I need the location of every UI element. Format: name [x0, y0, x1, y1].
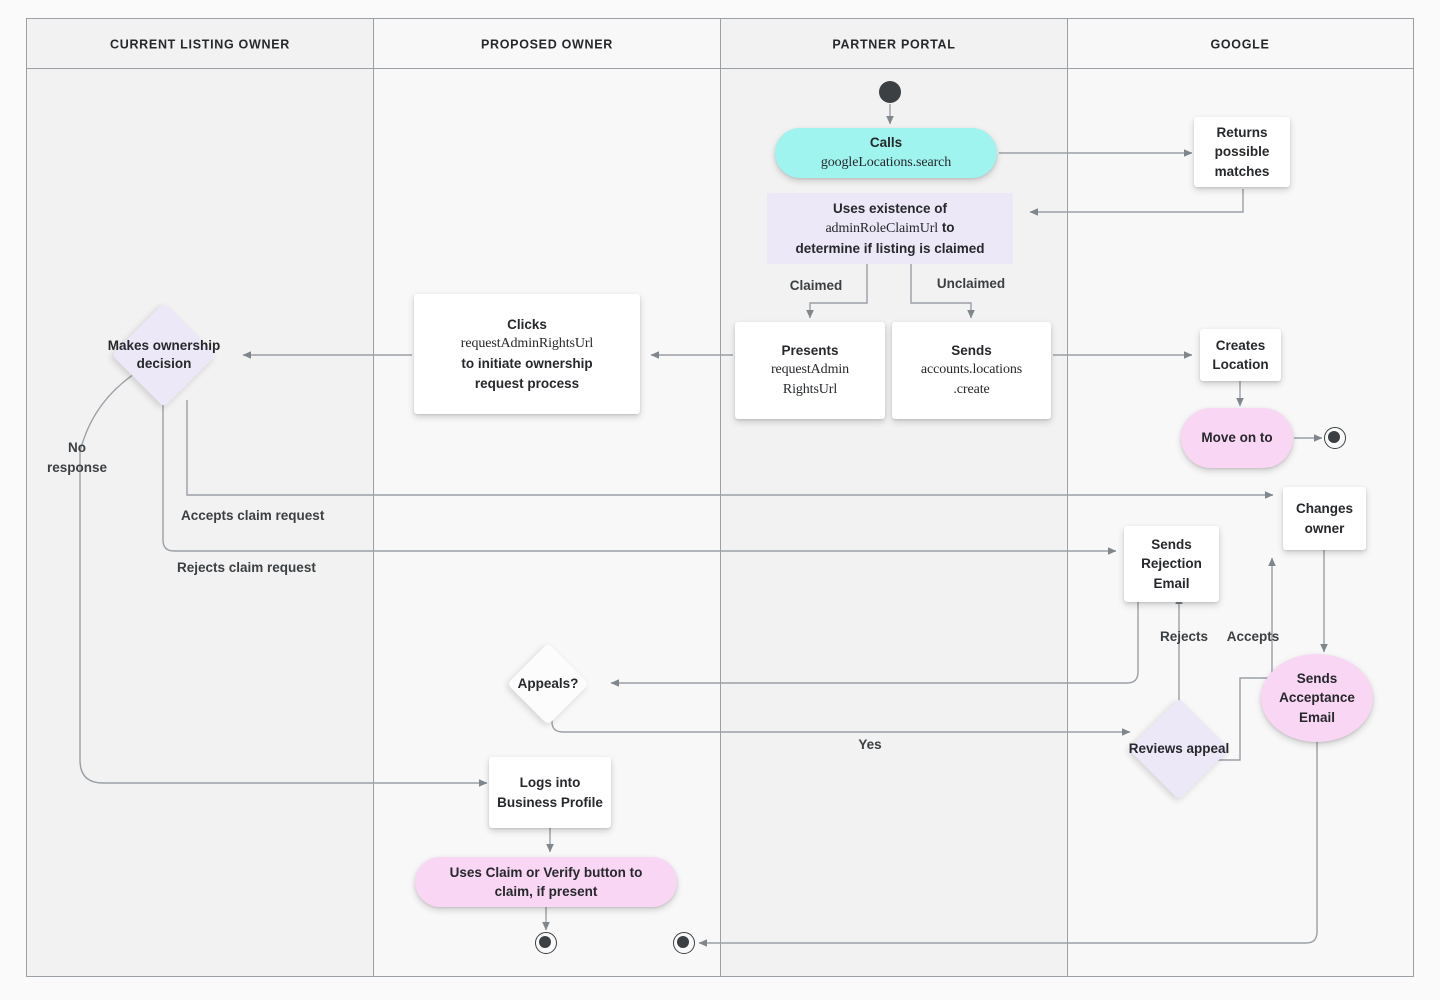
node-uses-existence-line3: determine if listing is claimed	[795, 240, 985, 256]
lane-headers: CURRENT LISTING OWNER PROPOSED OWNER PAR…	[26, 18, 1414, 69]
edge-decision-rejects-to-rejectionemail	[162, 400, 1117, 555]
lane-title-google: GOOGLE	[1210, 37, 1269, 51]
node-clicks-line4: request process	[474, 375, 580, 391]
edge-label-rejects: Rejects	[1160, 629, 1208, 644]
edge-label-claimed: Claimed	[790, 278, 843, 293]
edge-appeals-yes-to-reviewsappeal	[551, 714, 1131, 736]
edge-label-group: Claimed Unclaimed Accepts claim request …	[177, 276, 1279, 752]
edge-uses-split-claimed	[806, 264, 868, 319]
start-node-icon	[879, 81, 901, 103]
node-clicks-line2: requestAdminRightsUrl	[460, 336, 594, 352]
node-presents-line3: RightsUrl	[782, 382, 838, 398]
edge-rejectionemail-to-appeals	[610, 602, 1139, 687]
lane-title-current-listing-owner: CURRENT LISTING OWNER	[110, 37, 290, 51]
node-appeals[interactable]: Appeals?	[506, 642, 590, 726]
node-sends-create-line2: accounts.locations	[920, 362, 1023, 378]
node-logs-into-business-profile[interactable]: Logs into Business Profile	[489, 757, 611, 828]
node-sends-create-line1: Sends	[951, 343, 992, 359]
edge-label-no-response-line2: response	[47, 460, 108, 475]
edge-label-no-response: No response	[47, 440, 108, 475]
node-uses-existence-of-admin-role-claim-url[interactable]: Uses existence of adminRoleClaimUrl to d…	[767, 193, 1013, 264]
node-uses-claim-or-verify-button-label: Uses Claim or Verify button to claim, if…	[449, 864, 643, 899]
node-reviews-appeal[interactable]: Reviews appeal	[1128, 698, 1230, 800]
node-logs-into-business-profile-label: Logs into Business Profile	[497, 775, 603, 810]
node-clicks-request-admin-rights-url[interactable]: Clicks requestAdminRightsUrl to initiate…	[414, 294, 640, 414]
edge-decision-noresponse-to-logsin	[79, 371, 488, 787]
connectors	[79, 104, 1328, 947]
node-uses-existence-line2: adminRoleClaimUrl to	[825, 220, 955, 237]
node-move-on-to[interactable]: Move on to	[1181, 408, 1293, 468]
node-move-on-to-label: Move on to	[1201, 430, 1273, 446]
edge-label-yes: Yes	[858, 737, 881, 752]
edge-uses-split-unclaimed	[910, 264, 975, 319]
edge-label-unclaimed: Unclaimed	[937, 276, 1005, 291]
edge-reviewsappeal-accepts-to-changesowner	[1218, 557, 1276, 761]
node-creates-location-label: Creates Location	[1212, 337, 1269, 372]
edge-decision-accepts-to-changesowner	[186, 400, 1274, 499]
diamond-shape	[111, 302, 217, 408]
node-sends-acceptance-email-label: Sends Acceptance Email	[1279, 671, 1355, 725]
node-clicks-line1: Clicks	[507, 317, 547, 333]
node-changes-owner-label: Changes owner	[1295, 501, 1353, 536]
node-returns-possible-matches-label: Returns possible matches	[1214, 125, 1270, 179]
node-calls-line2: googleLocations.search	[820, 154, 952, 170]
node-sends-rejection-email[interactable]: Sends Rejection Email	[1124, 526, 1219, 602]
node-clicks-line3: to initiate ownership	[461, 356, 593, 372]
end-node-google-icon	[1324, 427, 1346, 449]
node-calls-line1: Calls	[869, 135, 903, 151]
node-creates-location[interactable]: Creates Location	[1200, 329, 1281, 381]
node-makes-ownership-decision[interactable]: Makes ownership decision	[108, 302, 220, 408]
diamond-shape	[506, 642, 590, 726]
edge-label-accepts-claim: Accepts claim request	[181, 508, 325, 523]
end-node-proposed-owner-icon	[535, 932, 557, 954]
node-changes-owner[interactable]: Changes owner	[1283, 487, 1366, 550]
edge-acceptanceemail-to-end	[698, 742, 1318, 947]
edge-label-no-response-line1: No	[68, 440, 86, 455]
node-sends-acceptance-email[interactable]: Sends Acceptance Email	[1261, 654, 1373, 742]
lane-title-proposed-owner: PROPOSED OWNER	[481, 37, 613, 51]
node-presents-request-admin-rights-url[interactable]: Presents requestAdmin RightsUrl	[735, 322, 885, 419]
edge-label-rejects-claim: Rejects claim request	[177, 560, 316, 575]
node-uses-existence-line1: Uses existence of	[832, 200, 948, 216]
node-calls-google-locations-search[interactable]: Calls googleLocations.search	[775, 128, 997, 178]
node-sends-create-line3: .create	[953, 382, 990, 398]
diamond-shape	[1128, 698, 1230, 800]
edge-label-accepts: Accepts	[1227, 629, 1280, 644]
node-presents-line1: Presents	[781, 343, 839, 359]
node-returns-possible-matches[interactable]: Returns possible matches	[1194, 117, 1290, 187]
edge-returns-to-uses	[1029, 189, 1244, 216]
lane-title-partner-portal: PARTNER PORTAL	[832, 37, 955, 51]
node-sends-rejection-email-label: Sends Rejection Email	[1141, 537, 1202, 591]
node-sends-accounts-locations-create[interactable]: Sends accounts.locations .create	[892, 322, 1051, 419]
node-uses-claim-or-verify-button[interactable]: Uses Claim or Verify button to claim, if…	[415, 857, 677, 907]
end-node-partner-portal-icon	[673, 932, 695, 954]
node-presents-line2: requestAdmin	[770, 362, 850, 378]
